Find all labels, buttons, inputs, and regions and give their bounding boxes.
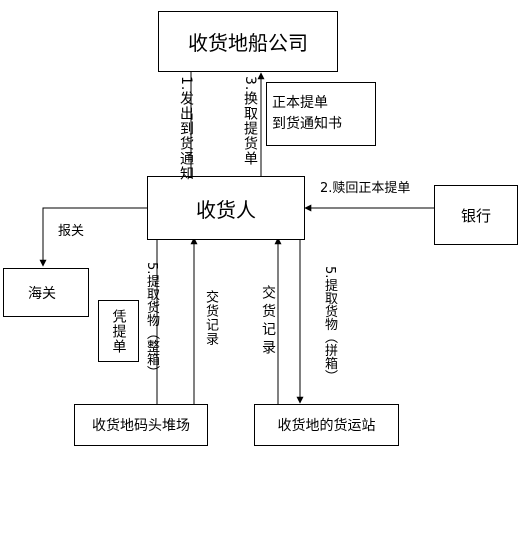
node-customs: 海关 bbox=[3, 268, 89, 317]
node-consignee-label: 收货人 bbox=[196, 197, 256, 222]
node-container-yard: 收货地码头堆场 bbox=[74, 404, 208, 446]
edge-label-redeem-bill: 2.赎回正本提单 bbox=[320, 181, 411, 196]
node-document-note: 正本提单 到货通知书 bbox=[266, 82, 376, 146]
node-freight-station-label: 收货地的货运站 bbox=[277, 418, 376, 434]
edge-label-delivery-record-right: 交 货 记 录 bbox=[260, 285, 276, 355]
node-container-yard-label: 收货地码头堆场 bbox=[92, 418, 190, 434]
edge-label-customs-declare: 报关 bbox=[58, 224, 85, 239]
node-bank: 银行 bbox=[434, 185, 518, 245]
edge-label-issue-notice: 1.发出到货通知 bbox=[178, 76, 194, 182]
node-bill-note-label: 凭提单 bbox=[110, 308, 127, 354]
node-freight-station: 收货地的货运站 bbox=[254, 404, 399, 446]
edge-customs-declare bbox=[39, 207, 147, 267]
node-bill-note: 凭提单 bbox=[98, 300, 139, 362]
node-customs-label: 海关 bbox=[28, 285, 56, 302]
edge-label-exchange-bill: 3.换取提货单 bbox=[242, 76, 258, 167]
edge-label-pickup-full: 5.提取货物（整箱） bbox=[144, 262, 159, 379]
node-consignee: 收货人 bbox=[147, 176, 305, 240]
node-bank-label: 银行 bbox=[460, 206, 491, 225]
node-shipping-company: 收货地船公司 bbox=[158, 11, 338, 72]
node-document-note-label: 正本提单 到货通知书 bbox=[272, 95, 342, 132]
node-shipping-company-label: 收货地船公司 bbox=[188, 31, 308, 55]
edge-label-delivery-record-left: 交货记录 bbox=[203, 290, 218, 346]
edge-label-pickup-lcl: 5.提取货物（拼箱） bbox=[322, 266, 337, 383]
